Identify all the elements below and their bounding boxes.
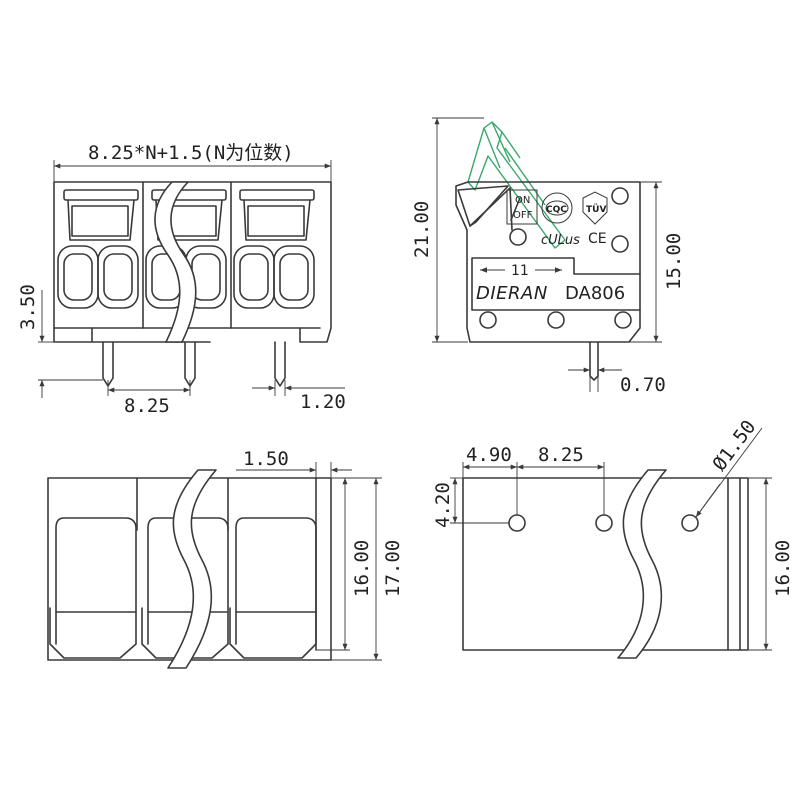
pin-width-label: 1.20 <box>300 391 346 413</box>
wire-entry-hole <box>97 245 139 309</box>
mounting-hole <box>479 311 497 329</box>
brand-label: DIERAN <box>476 283 548 304</box>
release-slot-3 <box>239 189 315 201</box>
wire-entry-inner <box>239 253 269 301</box>
switch-off-label: OFF <box>513 210 533 221</box>
mounting-hole <box>614 311 632 329</box>
row-offset-label: 4.20 <box>432 482 454 528</box>
pin-hole-1 <box>508 514 526 532</box>
release-slot-2 <box>151 189 227 201</box>
pin-height-label: 3.50 <box>17 284 39 330</box>
edge-offset-label: 4.90 <box>466 444 512 466</box>
bottom-outline <box>462 477 749 651</box>
cqc-label: CQC <box>546 205 567 215</box>
pin-1 <box>102 341 114 387</box>
depth-label: 16.00 <box>351 540 373 597</box>
top-view: 1.50 16.00 17.00 <box>47 448 404 669</box>
total-height-label: 21.00 <box>411 201 433 258</box>
model-label: DA806 <box>565 283 625 304</box>
bottom-view: 4.90 8.25 Ø1.50 4.20 16.00 <box>432 416 794 659</box>
on-off-box <box>506 189 538 225</box>
top-slot-2 <box>141 517 229 659</box>
side-body-outline <box>455 181 641 343</box>
bottom-depth-label: 16.00 <box>772 540 794 597</box>
switch-on-label: ON <box>515 195 530 206</box>
cqc-logo <box>541 192 573 224</box>
ce-mark: CE <box>588 231 607 247</box>
on-off-marking: ON OFF <box>506 189 538 225</box>
pin-thickness-label: 0.70 <box>620 374 666 396</box>
tuv-label: TÜV <box>586 204 606 215</box>
wire-entry-inner <box>103 253 133 301</box>
lever-window-3 <box>243 199 311 241</box>
overall-depth-label: 17.00 <box>382 540 404 597</box>
top-slot-1 <box>49 517 137 659</box>
mounting-hole <box>547 311 565 329</box>
cqc-logo-inner <box>545 200 569 216</box>
hole-diameter-label: Ø1.50 <box>708 416 760 475</box>
body-height-label: 15.00 <box>663 233 685 290</box>
pin-hole-2 <box>595 514 613 532</box>
front-view: 8.25*N+1.5(N为位数) <box>17 142 346 417</box>
housing-outline <box>53 181 332 343</box>
lever-closed-edge <box>469 187 513 231</box>
release-slots <box>63 189 315 241</box>
offset-label: 1.50 <box>243 448 289 470</box>
mounting-hole <box>509 228 527 246</box>
certification-marks: CQC TÜV cULus CE <box>541 191 608 248</box>
lever-open-outline <box>467 121 566 249</box>
wire-entry-hole <box>273 245 315 309</box>
mounting-hole <box>611 235 629 253</box>
wire-entry-inner <box>63 253 93 301</box>
lever-open-detail <box>483 121 546 206</box>
tuv-logo <box>582 191 608 225</box>
bottom-break-symbol <box>617 469 667 659</box>
width-formula-label: 8.25*N+1.5(N为位数) <box>88 142 294 164</box>
release-slot-1 <box>63 189 139 201</box>
wire-entry-inner <box>279 253 309 301</box>
switch-lever-symbol <box>510 197 521 221</box>
side-view: ON OFF CQC TÜV cULus CE 11 DIERAN DA806 <box>411 117 685 396</box>
bottom-pitch-label: 8.25 <box>538 444 584 466</box>
ul-mark: cULus <box>541 233 580 248</box>
break-symbol <box>154 181 197 343</box>
gauge-panel <box>471 257 641 311</box>
side-pin <box>589 341 599 381</box>
lever-closed <box>457 185 509 227</box>
pin-3 <box>274 341 286 387</box>
top-break-symbol <box>167 469 217 669</box>
pin-2 <box>184 341 196 387</box>
strip-length-label: 11 <box>511 263 529 279</box>
pitch-label: 8.25 <box>124 395 170 417</box>
top-slot-3 <box>229 517 317 659</box>
lever-window-1 <box>67 199 135 241</box>
mounting-hole <box>611 187 629 205</box>
diameter-arrow <box>695 483 721 518</box>
pin-hole-3 <box>681 514 699 532</box>
